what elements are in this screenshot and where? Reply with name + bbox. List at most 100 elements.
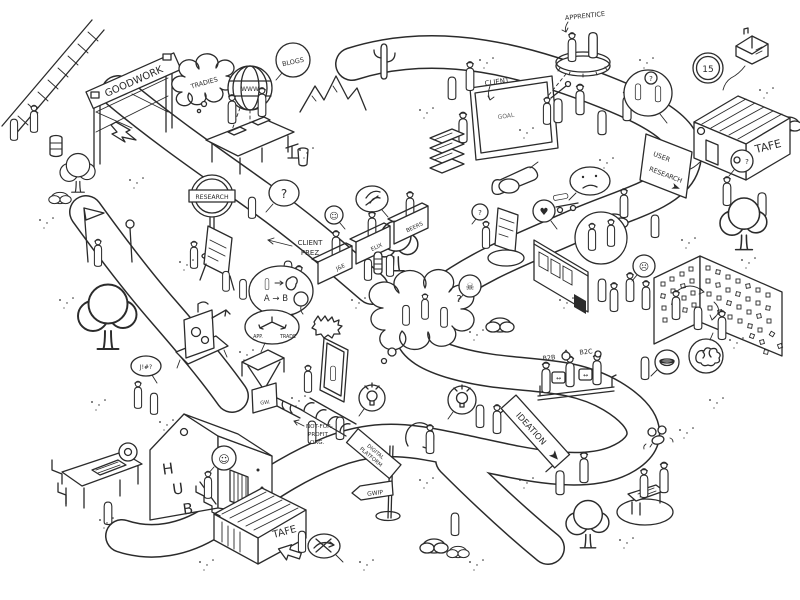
office-chair bbox=[285, 143, 299, 159]
cactus bbox=[373, 43, 396, 80]
question-bubble-center: ? bbox=[247, 179, 300, 219]
heart-icon: ♥ bbox=[540, 207, 549, 218]
railway-track bbox=[1, 19, 105, 137]
hedgehog bbox=[311, 315, 343, 339]
waiting-figures bbox=[9, 105, 63, 158]
b2b-b2c-platform: ↔ ↔ B2B B2C bbox=[537, 347, 617, 401]
skateboard-figure bbox=[552, 192, 579, 214]
badge-15: 15 bbox=[692, 52, 724, 84]
mountains bbox=[299, 75, 367, 113]
clipboard-easel: ? bbox=[471, 203, 525, 267]
winding-road bbox=[69, 35, 703, 565]
not-for-profit-label: NOT-FOR- PROFIT ORG. bbox=[293, 419, 333, 446]
stall-smiley-bubble: ☺ bbox=[324, 205, 346, 230]
client-prez-line1: CLIENT bbox=[298, 239, 324, 247]
client-prez-line2: PREZ bbox=[301, 249, 320, 257]
a-to-b-label: A → B bbox=[264, 294, 288, 304]
stall-2: ELIX bbox=[349, 212, 391, 265]
hub-letter-u: U bbox=[171, 479, 184, 498]
sad-bubble-small: ☹ bbox=[631, 254, 656, 310]
market-stalls: ☺ J&E ELIX BEERS bbox=[283, 185, 429, 295]
direction-arrow bbox=[110, 121, 137, 143]
waste-bin bbox=[297, 147, 309, 167]
branch-right-label: TRADE bbox=[279, 334, 296, 340]
bee bbox=[643, 425, 674, 450]
research-label: RESEARCH bbox=[195, 194, 229, 201]
stairs bbox=[195, 471, 221, 517]
grads-circle bbox=[574, 211, 628, 265]
skull-icon: ☠ bbox=[466, 282, 475, 293]
gw-funnel: GW. bbox=[241, 349, 303, 419]
brain-bubble bbox=[688, 332, 724, 374]
gwip-sign-label: GWIP bbox=[367, 489, 384, 498]
meeting-desk bbox=[205, 88, 309, 175]
poster-wall bbox=[533, 239, 589, 314]
nfp-line2: PROFIT bbox=[308, 432, 329, 438]
question-bubble-right: ? bbox=[723, 149, 767, 218]
sad-icon: ☹ bbox=[639, 262, 649, 273]
sticky-note-walls bbox=[653, 255, 784, 357]
heart-bubble: ♥ bbox=[532, 199, 558, 230]
smiley-icon: ☺ bbox=[329, 211, 338, 222]
spyglass-figure bbox=[543, 80, 572, 125]
tafe-building-top: TAFE bbox=[687, 95, 800, 181]
question-label: ? bbox=[745, 158, 749, 166]
client-billboard: CLIENT GOAL bbox=[459, 75, 559, 161]
exclaim-bubble: J!#? bbox=[130, 355, 162, 415]
swap-arrow-2: ↔ bbox=[583, 372, 588, 379]
flag-pole bbox=[83, 207, 135, 266]
mirror-frame bbox=[304, 337, 349, 403]
badge-15-label: 15 bbox=[702, 65, 713, 75]
stall-2-sign: ELIX bbox=[370, 242, 384, 253]
b2b-label: B2B bbox=[542, 353, 556, 362]
question-label: ? bbox=[649, 75, 653, 83]
a-to-b-bubble: A → B bbox=[248, 265, 314, 325]
gw-box-label: GW. bbox=[260, 399, 271, 406]
sad-blob-bubble bbox=[552, 166, 611, 214]
swap-bubble bbox=[297, 530, 344, 563]
hub-letter-h: H bbox=[161, 459, 175, 478]
drafting-desk bbox=[51, 442, 143, 526]
lightbulb-bubble-1 bbox=[358, 382, 386, 417]
factory-machine bbox=[175, 301, 231, 369]
apprentice-label: APPRENTICE bbox=[565, 10, 606, 22]
small-house bbox=[722, 27, 769, 91]
nfp-line1: NOT-FOR- bbox=[306, 424, 333, 430]
chairs bbox=[51, 459, 67, 505]
bowl-bubble bbox=[640, 349, 680, 381]
skull-bubble: ☠ bbox=[457, 274, 482, 302]
tafe-shed-bottom: TAFE bbox=[195, 471, 307, 565]
smiley-bubble-hub: ☺ bbox=[206, 445, 237, 476]
tradies-thought-cloud: TRADIES bbox=[171, 53, 235, 114]
user-research-sign: USER RESEARCH bbox=[639, 133, 693, 199]
barrel bbox=[49, 134, 63, 158]
b2c-label: B2C bbox=[579, 347, 593, 356]
blogs-bubble: BLOGS bbox=[275, 42, 311, 81]
sign-arrow bbox=[671, 183, 680, 189]
lightbulb-bubble-2 bbox=[447, 384, 501, 434]
nfp-line3: ORG. bbox=[310, 440, 325, 446]
question-label: ? bbox=[281, 187, 287, 201]
stall-3: BEERS bbox=[387, 192, 429, 245]
return-arrow bbox=[277, 544, 302, 561]
www-label: WWW bbox=[241, 86, 259, 93]
stall-signal-bubble bbox=[355, 185, 389, 218]
smiley-icon: ☺ bbox=[218, 453, 229, 466]
client-board-heading: CLIENT bbox=[484, 76, 510, 87]
branch-left-label: APP. bbox=[253, 334, 263, 340]
exclaim-label: J!#? bbox=[139, 364, 152, 371]
bottles-row bbox=[283, 251, 395, 295]
client-board-note: GOAL bbox=[497, 112, 515, 121]
stall-1: J&E bbox=[311, 231, 353, 285]
client-prez-scene: CLIENT PREZ bbox=[190, 225, 324, 307]
pathways-branch-bubble: APP. TRADE bbox=[244, 309, 300, 353]
research-road-sign: RESEARCH bbox=[188, 174, 236, 261]
cannon-telescope bbox=[491, 161, 539, 196]
book-stack bbox=[429, 128, 465, 174]
hub-letter-b: B bbox=[182, 499, 195, 518]
question-label: ? bbox=[478, 209, 482, 217]
swap-arrow-1: ↔ bbox=[556, 375, 561, 382]
stall-1-sign: J&E bbox=[334, 263, 346, 273]
